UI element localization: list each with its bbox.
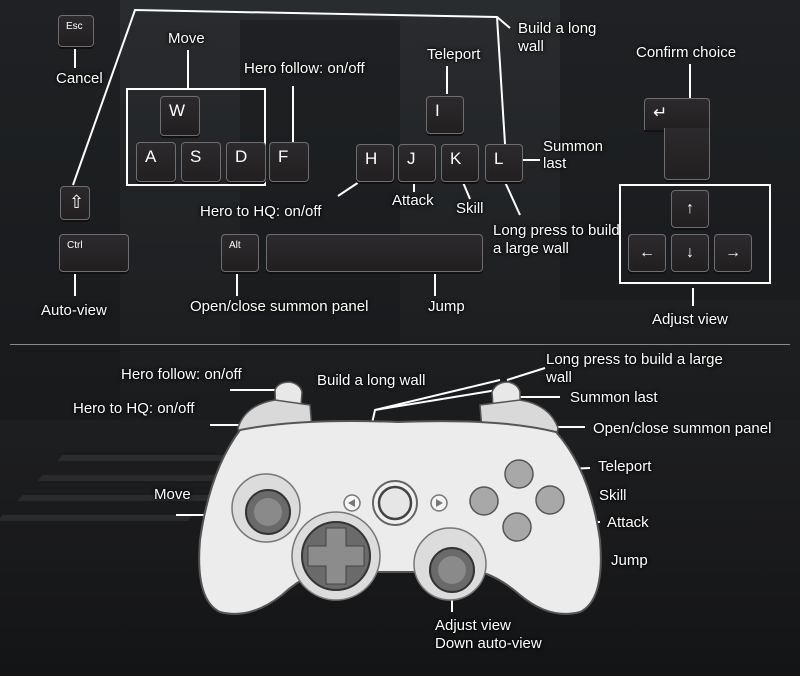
ctrl-build-long-wall-label: Build a long wall [317,372,426,389]
ctrl-adjust-view-label: Adjust view [435,617,511,634]
esc-key[interactable]: Esc [58,15,94,47]
shift-key[interactable]: ⇧ [60,186,90,220]
skill-label: Skill [456,200,484,217]
enter-icon: ↵ [653,103,668,122]
shift-icon: ⇧ [69,192,85,212]
ctrl-jump-label: Jump [611,552,648,569]
f-key[interactable]: F [269,142,309,182]
w-key[interactable]: W [160,96,200,136]
adjust-view-label: Adjust view [652,311,728,328]
ctrl-open-close-summon-label: Open/close summon panel [593,420,772,437]
right-arrow-icon: → [725,244,741,261]
face-button-top[interactable] [504,459,534,489]
h-key[interactable]: H [356,144,394,182]
jump-label: Jump [428,298,465,315]
l-key[interactable]: L [485,144,523,182]
ctrl-summon-last-label: Summon last [570,389,658,406]
attack-label: Attack [392,192,434,209]
down-arrow-icon: ↓ [686,244,694,261]
hero-to-hq-label: Hero to HQ: on/off [200,203,322,220]
cancel-label: Cancel [56,70,103,87]
right-stick[interactable] [413,527,487,601]
a-key[interactable]: A [136,142,176,182]
right-arrow-key[interactable]: → [714,234,752,272]
j-key[interactable]: J [398,144,436,182]
up-arrow-icon: ↑ [686,200,694,217]
i-key[interactable]: I [426,96,464,134]
ctrl-down-auto-view-label: Down auto-view [435,635,542,652]
back-button[interactable] [343,494,361,512]
space-key[interactable] [266,234,483,272]
move-label: Move [168,30,205,47]
teleport-label: Teleport [427,46,481,63]
long-press-label: Long press to build a large wall [493,222,620,257]
arrow-keys-group [619,184,771,284]
open-close-summon-label: Open/close summon panel [190,298,369,315]
ctrl-skill-label: Skill [599,487,627,504]
alt-key[interactable]: Alt [221,234,259,272]
ctrl-teleport-label: Teleport [598,458,652,475]
summon-last-label: Summon last [543,138,604,172]
left-stick[interactable] [231,473,301,543]
ctrl-hero-follow-label: Hero follow: on/off [121,366,242,383]
ctrl-hero-to-hq-label: Hero to HQ: on/off [73,400,195,417]
confirm-choice-label: Confirm choice [636,44,737,61]
s-key[interactable]: S [181,142,221,182]
auto-view-label: Auto-view [41,302,107,319]
d-key[interactable]: D [226,142,266,182]
start-button[interactable] [430,494,448,512]
face-button-bottom[interactable] [502,512,532,542]
enter-key-lower[interactable] [664,128,710,180]
section-divider [10,344,790,345]
ctrl-long-press-label: Long press to build a large wall [546,351,723,386]
ctrl-key[interactable]: Ctrl [59,234,129,272]
ctrl-move-label: Move [154,486,191,503]
face-button-right[interactable] [535,485,565,515]
up-arrow-key[interactable]: ↑ [671,190,709,228]
left-arrow-key[interactable]: ← [628,234,666,272]
left-arrow-icon: ← [639,244,655,261]
wasd-group [126,88,266,186]
dpad[interactable] [291,511,381,601]
enter-key[interactable]: ↵ [644,98,710,130]
build-long-wall-label: Build a long wall [518,20,597,55]
ctrl-attack-label: Attack [607,514,649,531]
face-button-left[interactable] [469,486,499,516]
guide-button[interactable] [372,480,418,526]
hero-follow-label: Hero follow: on/off [244,60,365,77]
k-key[interactable]: K [441,144,479,182]
down-arrow-key[interactable]: ↓ [671,234,709,272]
